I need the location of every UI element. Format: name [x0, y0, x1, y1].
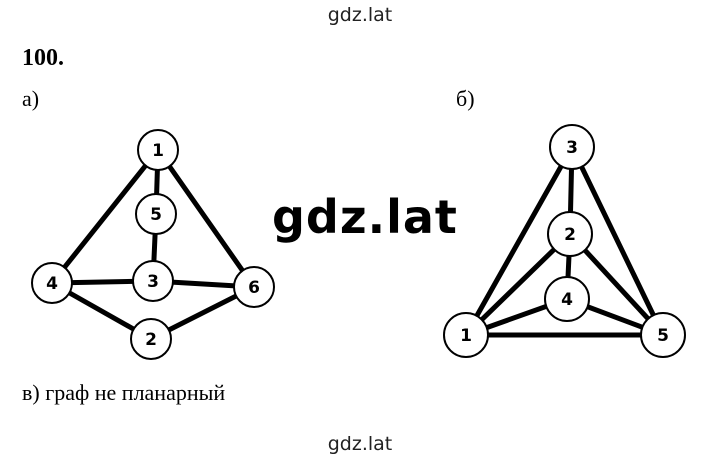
vertex-label: 3 — [147, 272, 159, 292]
vertex-label: 3 — [566, 138, 578, 158]
vertex-circle — [640, 312, 686, 358]
vertex-circle — [135, 193, 177, 235]
edge-2-1 — [463, 231, 573, 338]
vertex-5: 5 — [640, 312, 686, 358]
vertex-circle — [132, 260, 174, 302]
vertex-label: 5 — [150, 205, 162, 225]
vertex-circle — [549, 124, 595, 170]
problem-number: 100. — [22, 45, 64, 71]
vertex-1: 1 — [443, 312, 489, 358]
vertex-label: 1 — [460, 326, 472, 346]
graph-a: 1 5 4 3 6 2 — [31, 129, 275, 360]
vertex-circle — [233, 266, 275, 308]
label-a: а) — [22, 86, 40, 111]
vertex-label: 2 — [145, 330, 157, 350]
vertex-3: 3 — [132, 260, 174, 302]
vertex-4: 4 — [31, 262, 73, 304]
vertex-circle — [137, 129, 179, 171]
vertex-circle — [130, 318, 172, 360]
edge-1-4 — [49, 147, 161, 286]
vertex-label: 5 — [657, 326, 669, 346]
vertex-circle — [547, 211, 593, 257]
vertex-4: 4 — [544, 276, 590, 322]
edge-3-5 — [569, 144, 666, 338]
vertex-label: 4 — [561, 290, 573, 310]
vertex-label: 6 — [248, 278, 260, 298]
watermark-top: gdz.lat — [327, 4, 393, 26]
vertex-label: 1 — [152, 141, 164, 161]
vertex-circle — [443, 312, 489, 358]
vertex-2: 2 — [130, 318, 172, 360]
vertex-circle — [544, 276, 590, 322]
vertex-6: 6 — [233, 266, 275, 308]
vertex-circle — [31, 262, 73, 304]
watermark-bottom: gdz.lat — [327, 433, 393, 455]
vertex-2: 2 — [547, 211, 593, 257]
vertex-3: 3 — [549, 124, 595, 170]
edge-3-1 — [463, 144, 575, 338]
edge-1-6 — [155, 147, 257, 290]
graph-b: 3 2 4 1 5 — [443, 124, 686, 358]
watermark-center: gdz.lat — [272, 190, 458, 244]
label-b: б) — [456, 86, 475, 111]
vertex-5: 5 — [135, 193, 177, 235]
non-planar-note: в) граф не планарный — [22, 380, 226, 405]
vertex-label: 2 — [564, 225, 576, 245]
vertex-1: 1 — [137, 129, 179, 171]
vertex-label: 4 — [46, 274, 58, 294]
